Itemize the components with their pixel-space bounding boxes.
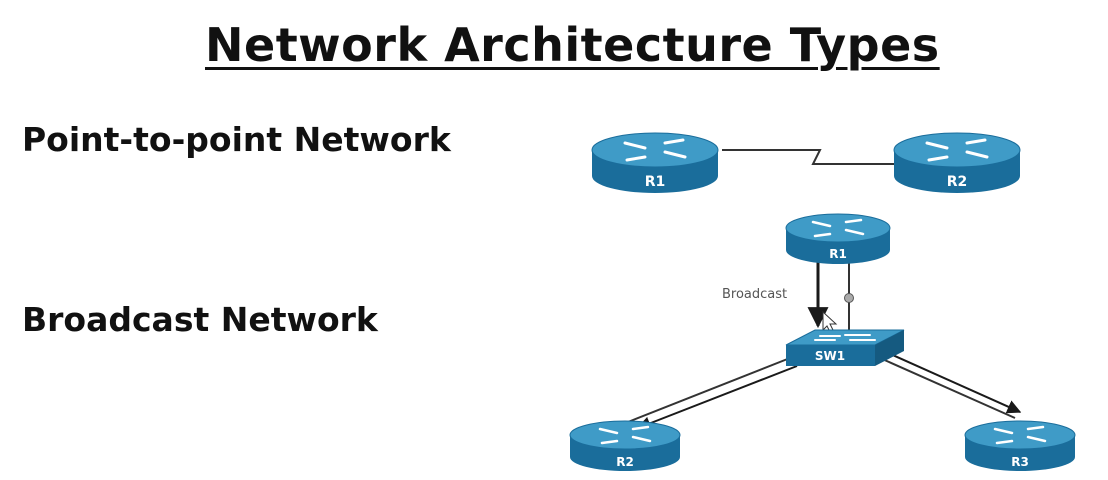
broadcast-arrow (885, 351, 1022, 414)
switch-icon: SW1 (785, 329, 905, 366)
broadcast-network-label: Broadcast Network (22, 300, 378, 339)
switch-label: SW1 (815, 349, 845, 363)
router-icon: R2 (569, 420, 681, 471)
link-to-r2 (627, 357, 791, 423)
link-to-r3 (879, 357, 1016, 419)
router-label: R1 (645, 174, 666, 190)
serial-link (722, 149, 895, 165)
router-label: R2 (947, 174, 968, 190)
router-label: R3 (1011, 455, 1029, 469)
router-icon: R1 (591, 132, 719, 193)
link-dot (844, 293, 854, 303)
point-to-point-label: Point-to-point Network (22, 120, 451, 159)
router-label: R2 (616, 455, 634, 469)
broadcast-arrow (636, 365, 798, 430)
page-title: Network Architecture Types (205, 18, 940, 72)
router-icon: R1 (785, 213, 891, 264)
router-label: R1 (829, 247, 847, 261)
router-icon: R3 (964, 420, 1076, 471)
router-icon: R2 (893, 132, 1021, 193)
broadcast-label: Broadcast (722, 287, 787, 302)
